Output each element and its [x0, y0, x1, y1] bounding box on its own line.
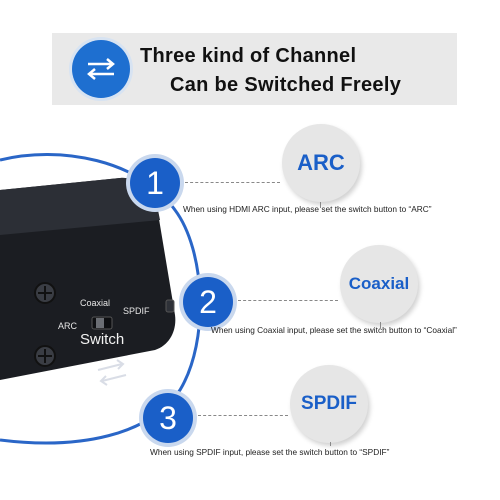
device-label-spdif: SPDIF	[123, 306, 150, 316]
badge-coaxial: Coaxial	[340, 245, 418, 323]
connector-line-3	[198, 415, 288, 416]
connector-line-1	[185, 182, 280, 183]
device-label-arc: ARC	[58, 321, 78, 331]
connector-line-2	[238, 300, 338, 301]
step-2-note: When using Coaxial input, please set the…	[211, 325, 457, 335]
device-label-switch: Switch	[80, 331, 125, 348]
step-1-circle: 1	[130, 158, 180, 208]
step-2-circle: 2	[183, 277, 233, 327]
banner-title-line1: Three kind of Channel	[140, 45, 357, 67]
banner-title-line2: Can be Switched Freely	[170, 74, 402, 96]
step-3-circle: 3	[143, 393, 193, 443]
badge-arc: ARC	[282, 124, 360, 202]
step-1-note: When using HDMI ARC input, please set th…	[183, 204, 432, 214]
device-label-coaxial: Coaxial	[80, 298, 111, 308]
step-3-note: When using SPDIF input, please set the s…	[150, 447, 390, 457]
device-swap-arrows-icon	[97, 359, 127, 386]
badge-spdif: SPDIF	[290, 365, 368, 443]
swap-arrows-icon	[72, 40, 130, 98]
